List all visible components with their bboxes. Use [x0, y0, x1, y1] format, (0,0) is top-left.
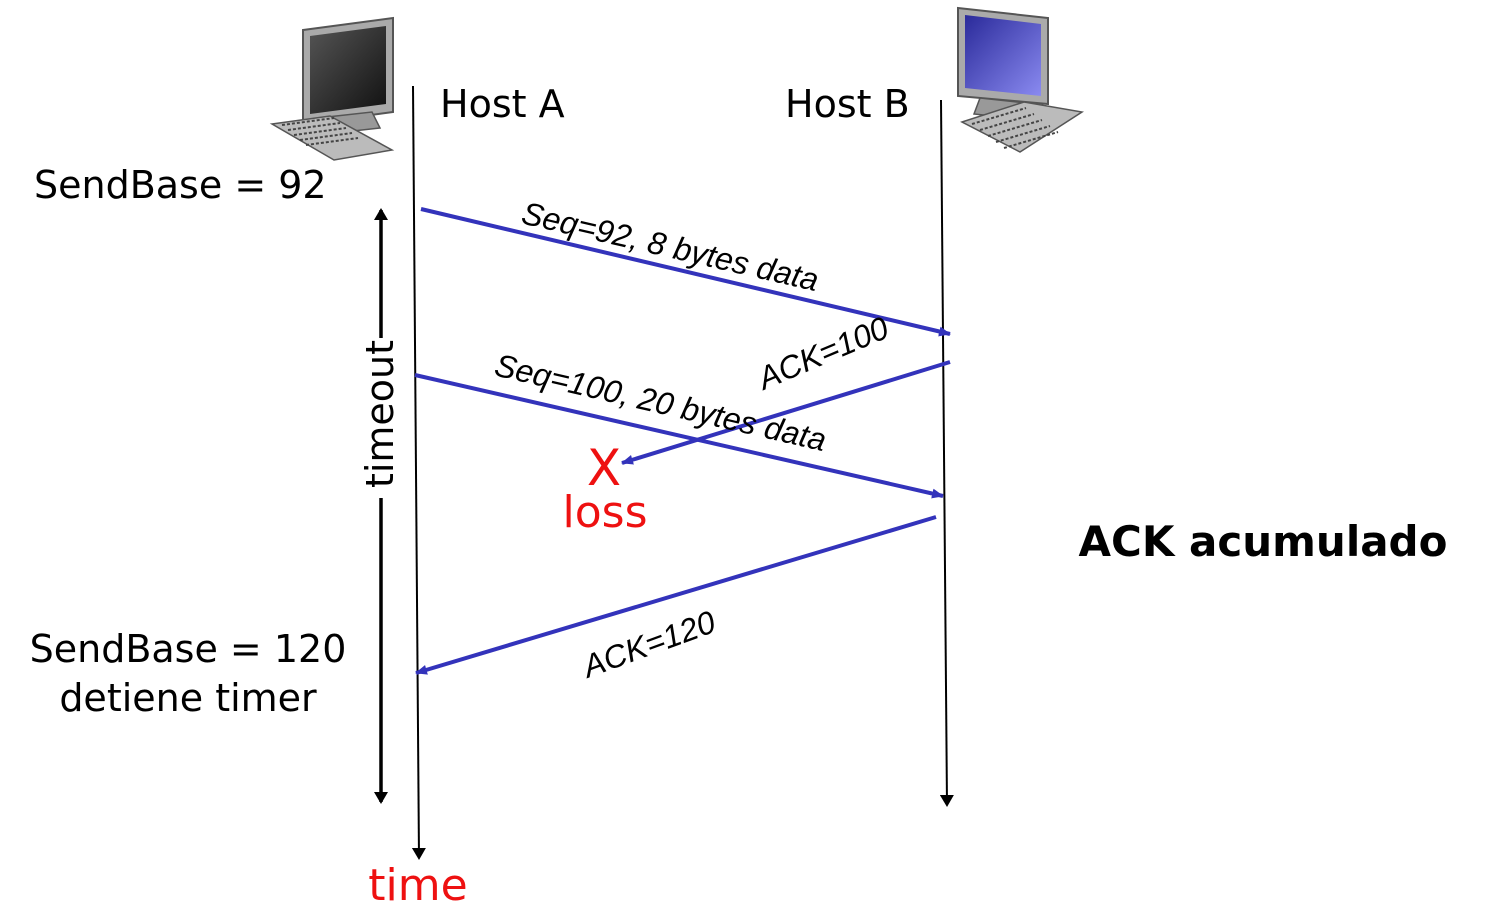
host-b-timeline: [939, 99, 954, 807]
segment-1-label: Seq=92, 8 bytes data: [518, 195, 822, 298]
ack-120-label: ACK=120: [576, 604, 720, 686]
computer-icon-host-a: [269, 16, 395, 161]
ack-100-arrow: [621, 360, 951, 465]
loss-x-mark: X: [587, 439, 621, 497]
time-label: time: [368, 860, 467, 905]
host-b-label: Host B: [785, 82, 910, 126]
segment-1-arrow: [420, 207, 951, 337]
sendbase-initial: SendBase = 92: [34, 163, 327, 207]
segment-2-arrow: [414, 373, 944, 499]
host-a-label: Host A: [440, 82, 565, 126]
host-a-timeline: [411, 85, 426, 860]
stop-timer-note: detiene timer: [59, 676, 317, 720]
loss-label: loss: [563, 487, 648, 538]
computer-icon-host-b: [957, 6, 1085, 153]
timeout-label: timeout: [358, 340, 402, 488]
ack-120-arrow: [415, 515, 937, 675]
sendbase-final: SendBase = 120: [30, 627, 347, 671]
caption: ACK acumulado: [1079, 517, 1448, 566]
